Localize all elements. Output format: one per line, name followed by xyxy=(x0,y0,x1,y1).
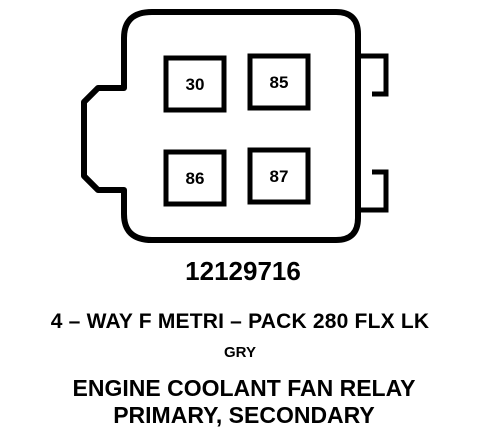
pin-label: 85 xyxy=(270,73,289,92)
upper-lock-tab xyxy=(358,53,389,97)
function-line-1: ENGINE COOLANT FAN RELAY xyxy=(72,375,416,401)
pin-cavity-87: 87 xyxy=(247,147,311,205)
function-line-2: PRIMARY, SECONDARY xyxy=(113,402,375,428)
pin-cavity-85: 85 xyxy=(247,53,311,111)
part-number: 12129716 xyxy=(185,256,301,286)
connector-diagram: 30 85 86 87 xyxy=(81,9,389,243)
pin-cavity-30: 30 xyxy=(163,55,227,113)
color-code: GRY xyxy=(224,344,256,361)
pin-label: 87 xyxy=(270,167,289,186)
pin-label: 86 xyxy=(186,169,205,188)
pin-cavity-86: 86 xyxy=(163,149,227,207)
pin-label: 30 xyxy=(186,75,205,94)
lower-lock-tab xyxy=(358,169,389,213)
connector-description: 4 – WAY F METRI – PACK 280 FLX LK xyxy=(50,310,430,333)
